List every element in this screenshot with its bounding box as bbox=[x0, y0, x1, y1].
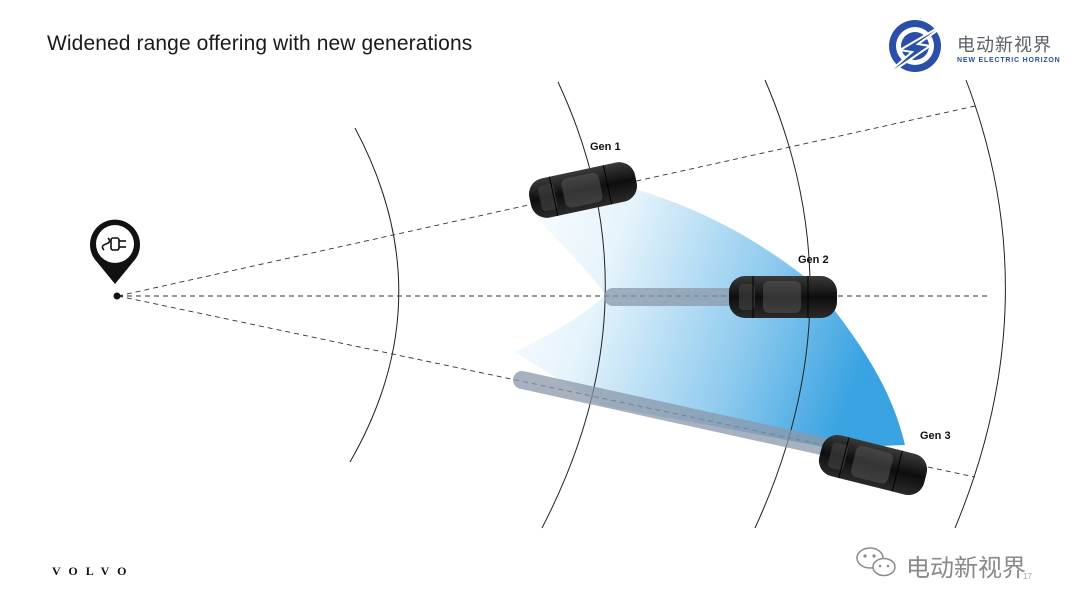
brand-name-cn: 电动新视界 bbox=[957, 35, 1052, 56]
gen-label-1: Gen 1 bbox=[590, 141, 621, 153]
car-gen3 bbox=[818, 434, 928, 496]
range-arc-2 bbox=[541, 81, 606, 529]
trail-gen3 bbox=[513, 371, 849, 459]
page-number: 17 bbox=[1023, 572, 1032, 581]
ray-upper bbox=[117, 105, 976, 297]
range-arc-4 bbox=[954, 79, 1006, 529]
charging-station-pin-icon bbox=[90, 219, 140, 284]
gen-label-2: Gen 2 bbox=[798, 254, 829, 266]
range-fill-area bbox=[515, 180, 905, 448]
car-gen1 bbox=[528, 162, 638, 218]
range-arc-1 bbox=[349, 127, 400, 463]
watermark-text: 电动新视界 bbox=[906, 554, 1026, 582]
previous-range-trails bbox=[513, 288, 849, 459]
page-title: Widened range offering with new generati… bbox=[47, 32, 473, 55]
brand-name-en: NEW ELECTRIC HORIZON bbox=[957, 57, 1061, 64]
gen-label-3: Gen 3 bbox=[920, 430, 951, 442]
car-gen2 bbox=[729, 276, 837, 318]
origin-dot bbox=[113, 292, 121, 300]
volvo-wordmark: VOLVO bbox=[52, 564, 135, 578]
wechat-icon bbox=[856, 547, 896, 577]
